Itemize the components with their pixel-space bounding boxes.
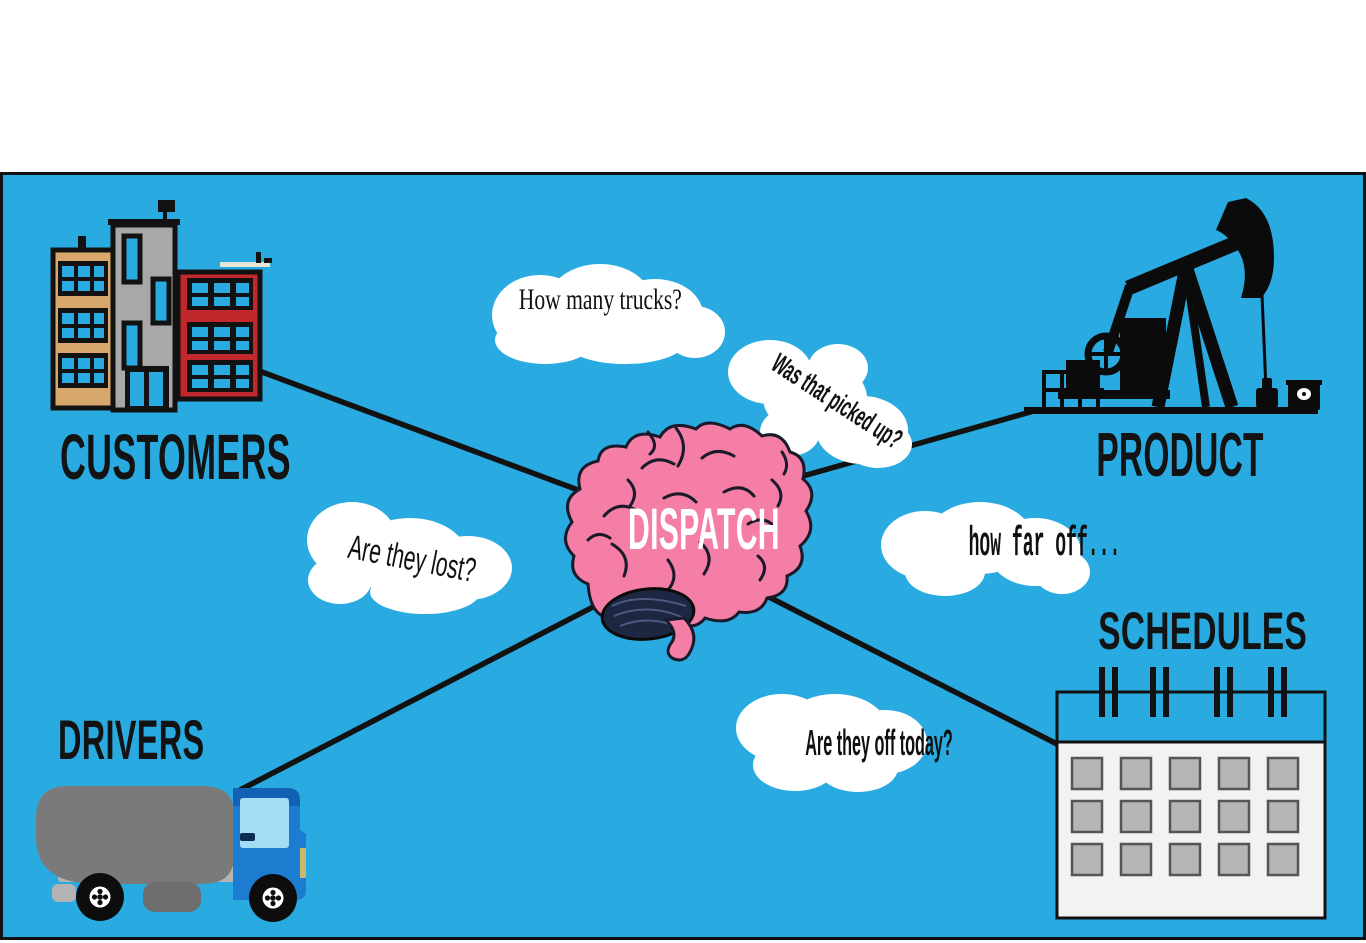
product-label: PRODUCT — [1096, 421, 1264, 490]
customers-label: CUSTOMERS — [60, 421, 291, 493]
cloud-text-are-they-off-today: Are they off today? — [805, 722, 953, 763]
cloud-are-they-lost — [307, 502, 512, 614]
cloud-how-far-off — [881, 502, 1090, 596]
connector-drivers — [237, 577, 648, 793]
tan-windows — [58, 261, 108, 388]
dispatch-label: DISPATCH — [628, 497, 780, 562]
thought-clouds — [307, 264, 1090, 792]
brain-gyri — [586, 426, 789, 592]
schedules-label: SCHEDULES — [1098, 602, 1308, 661]
pump-horsehead — [1216, 198, 1274, 298]
buildings-icon — [50, 200, 272, 413]
cloud-text-how-many-trucks: How many trucks? — [518, 283, 682, 316]
calendar-rings — [1099, 667, 1287, 717]
pump-railing — [1042, 370, 1104, 407]
cloud-are-they-off-today — [736, 694, 927, 792]
oil-pump-icon — [1024, 198, 1322, 414]
red-windows — [187, 278, 253, 392]
wheels — [76, 873, 297, 922]
headlight — [300, 848, 306, 878]
calendar-cells — [1070, 756, 1300, 877]
tanker-truck-icon — [36, 786, 306, 922]
drivers-label: DRIVERS — [58, 708, 205, 771]
brain-icon — [564, 421, 814, 662]
cloud-text-how-far-off: how far off... — [968, 520, 1121, 568]
cloud-was-that-picked-up — [728, 340, 912, 468]
tank-body — [36, 786, 234, 884]
cloud-how-many-trucks — [492, 264, 725, 364]
calendar-icon — [1055, 667, 1327, 920]
brain-stem — [662, 616, 696, 662]
